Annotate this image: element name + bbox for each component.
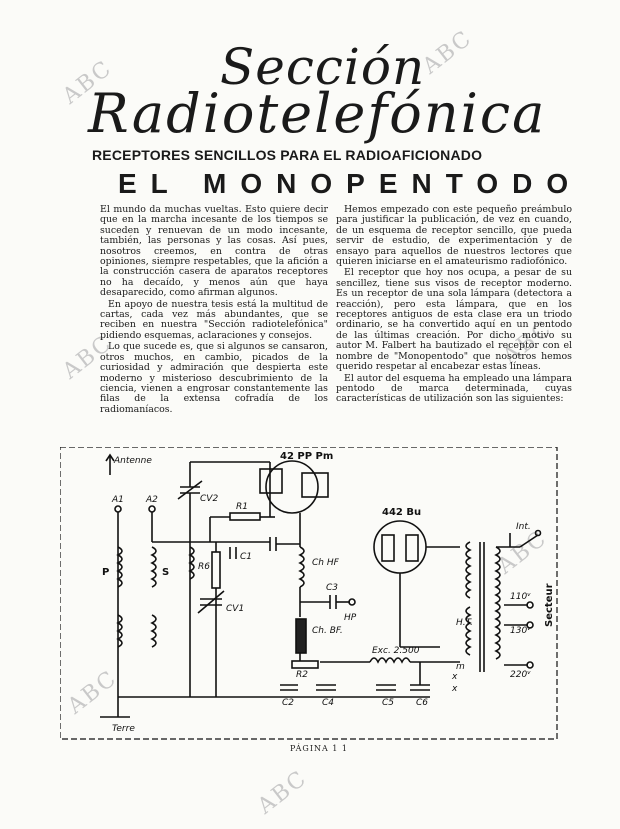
label-secteur: Secteur [544,583,555,627]
label-tube1: 42 PP Pm [280,451,333,462]
subheadline: RECEPTORES SENCILLOS PARA EL RADIOAFICIO… [92,147,483,163]
label-exc: Exc. 2.500 [372,646,420,656]
label-cv1: CV1 [226,604,244,614]
paragraph: En apoyo de nuestra tesis está la multit… [100,298,328,341]
paragraph: El mundo da muchas vueltas. Esto quiere … [100,204,328,299]
label-hp: HP [344,613,357,623]
label-s: S [162,567,169,578]
label-110v: 110ᵛ [510,592,531,602]
label-chhf: Ch HF [312,558,340,568]
label-a2: A2 [145,495,158,505]
label-r6: R6 [198,562,210,572]
label-int: Int. [516,522,531,532]
watermark: ABC [418,25,478,80]
label-ht: H.T. [456,618,473,628]
label-c2: C2 [282,698,294,708]
label-c3: C3 [326,583,338,593]
label-tube2: 442 Bu [382,507,421,518]
label-x2: x [451,684,458,694]
label-c1: C1 [240,552,252,562]
article-column-2: Hemos empezado con este pequeño preámbul… [336,204,572,406]
section-title-line1: Sección [220,38,426,96]
label-terre: Terre [112,724,135,734]
label-130v: 130ᵛ [510,626,531,636]
article-column-1: El mundo da muchas vueltas. Esto quiere … [100,204,328,416]
label-m: m [456,662,465,672]
label-c6: C6 [416,698,428,708]
label-r2: R2 [296,670,308,680]
watermark: ABC [253,765,313,820]
headline: EL MONOPENTODO [118,168,583,199]
label-r1: R1 [236,502,248,512]
paragraph: El autor del esquema ha empleado una lám… [336,372,572,405]
paragraph: Lo que sucede es, que si algunos se cans… [100,341,328,415]
circuit-schematic: Antenne A1 A2 P S CV2 R1 C1 R6 CV1 42 PP… [60,447,558,740]
label-x1: x [451,672,458,682]
label-antenne: Antenne [113,456,152,466]
label-c5: C5 [382,698,394,708]
label-p: P [102,567,109,578]
label-220v: 220ᵛ [510,670,531,680]
paragraph: Hemos empezado con este pequeño preámbul… [336,204,572,268]
label-a1: A1 [111,495,124,505]
label-cv2: CV2 [200,494,218,504]
section-title-line2: Radiotelefónica [88,82,547,145]
label-chbf: Ch. BF. [312,626,343,636]
page-footer: PÁGINA 1 1 [290,744,349,753]
paragraph: El receptor que hoy nos ocupa, a pesar d… [336,267,572,373]
label-c4: C4 [322,698,334,708]
